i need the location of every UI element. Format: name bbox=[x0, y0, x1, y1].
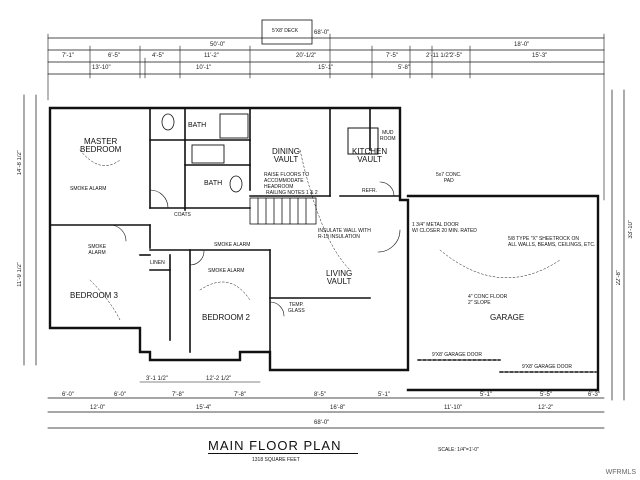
dimension-overall-bottom: 68'-0" bbox=[314, 420, 330, 426]
dimension: 22'-8" bbox=[616, 270, 622, 286]
stairs bbox=[249, 197, 317, 225]
note-smoke-alarm: SMOKE ALARM bbox=[88, 244, 107, 256]
toilet bbox=[229, 175, 243, 193]
note-conc-floor: 4" CONC FLOOR 2" SLOPE bbox=[468, 294, 508, 306]
note-sheetrock: 5/8 TYPE "X" SHEETROCK ON ALL WALLS, BEA… bbox=[508, 236, 596, 248]
dimension: 16'-8" bbox=[330, 405, 346, 411]
dimension: 5'-1" bbox=[378, 392, 390, 398]
door-swing bbox=[109, 224, 127, 242]
toilet bbox=[161, 113, 175, 131]
dimension: 5'-5" bbox=[540, 392, 552, 398]
room-label-bath: BATH bbox=[188, 122, 207, 129]
dimension: 13'-10" bbox=[92, 65, 111, 71]
room-label-coats: COATS bbox=[174, 212, 191, 218]
door-swing bbox=[377, 229, 401, 253]
note-conc-pad: 5x7 CONC. PAD bbox=[436, 172, 462, 184]
plan-title: MAIN FLOOR PLAN bbox=[208, 438, 342, 453]
deck bbox=[261, 19, 313, 45]
note-temp-glass: TEMP. GLASS bbox=[288, 302, 305, 314]
note-deck: 5'X8' DECK bbox=[272, 28, 299, 34]
dimension: 7'-5" bbox=[386, 53, 398, 59]
dimension: 7'-8" bbox=[172, 392, 184, 398]
dimension: 11'-10" bbox=[444, 405, 463, 411]
room-label-bedroom-2: BEDROOM 2 bbox=[202, 313, 251, 322]
dimension: 6'-3" bbox=[588, 392, 600, 398]
dimension: 4'-5" bbox=[152, 53, 164, 59]
room-label-mud-room: MUD ROOM bbox=[380, 130, 396, 142]
door-swing bbox=[189, 250, 205, 266]
door-swing bbox=[149, 189, 169, 209]
dimension: 12'-2 1/2" bbox=[206, 376, 232, 382]
note-smoke-alarm: SMOKE ALARM bbox=[70, 186, 107, 192]
room-label-bedroom-3: BEDROOM 3 bbox=[70, 291, 119, 300]
door-swing bbox=[269, 301, 285, 317]
dimension: 6'-0" bbox=[114, 392, 126, 398]
room-label-linen: LINEN bbox=[150, 260, 165, 266]
dimension: 6'-5" bbox=[108, 53, 120, 59]
note-garage-door: 9'X8' GARAGE DOOR bbox=[522, 364, 572, 370]
dimension: 11'-9 1/2" bbox=[17, 262, 23, 287]
note-garage-door: 9'X8' GARAGE DOOR bbox=[432, 352, 482, 358]
watermark: WFRMLS bbox=[605, 469, 636, 476]
drawing-scale: SCALE: 1/4"=1'-0" bbox=[438, 447, 479, 453]
dimension: 33'-10" bbox=[628, 220, 634, 239]
note-railing: RAILING NOTES 1 & 2 bbox=[266, 190, 318, 196]
dimension: 2'-5" bbox=[450, 53, 462, 59]
dimension: 3'-1 1/2" bbox=[146, 376, 168, 382]
door-swing bbox=[379, 181, 395, 197]
dimension: 12'-0" bbox=[90, 405, 106, 411]
note-raise-floors: RAISE FLOORS TO ACCOMMODATE HEADROOM bbox=[264, 172, 310, 190]
room-label-living: LIVING VAULT bbox=[326, 269, 353, 286]
kitchen-island bbox=[347, 127, 379, 155]
note-refr: REFR. bbox=[362, 188, 377, 194]
note-insulate: INSULATE WALL WITH R-19 INSULATION bbox=[318, 228, 371, 240]
garage-wall bbox=[406, 194, 600, 392]
dimension: 5'-8" bbox=[398, 65, 410, 71]
dimension: 5'-1" bbox=[480, 392, 492, 398]
dimension: 10'-1" bbox=[196, 65, 212, 71]
dimension: 7'-8" bbox=[234, 392, 246, 398]
dimension: 2'-11 1/2" bbox=[426, 53, 451, 59]
room-label-master-bedroom: MASTER BEDROOM bbox=[80, 137, 122, 154]
dimension: 14'-8 1/2" bbox=[17, 150, 23, 176]
bathtub bbox=[219, 113, 249, 139]
room-label-bath: BATH bbox=[204, 180, 223, 187]
dimension: 6'-0" bbox=[62, 392, 74, 398]
dimension: 11'-2" bbox=[204, 53, 219, 59]
dimension: 15'-4" bbox=[196, 405, 212, 411]
dimension: 15'-1" bbox=[318, 65, 334, 71]
room-label-kitchen: KITCHEN VAULT bbox=[352, 147, 388, 164]
room-label-dining: DINING VAULT bbox=[272, 147, 300, 164]
dimension: 8'-5" bbox=[314, 392, 326, 398]
note-metal-door: 1 3/4" METAL DOOR W/ CLOSER 20 MIN. RATE… bbox=[412, 222, 477, 234]
dimension: 7'-1" bbox=[62, 53, 74, 59]
note-smoke-alarm: SMOKE ALARM bbox=[214, 242, 251, 248]
shower bbox=[191, 144, 225, 164]
dimension-top-right: 18'-0" bbox=[514, 42, 530, 48]
dimension: 12'-2" bbox=[538, 405, 554, 411]
dimension: 20'-1/2" bbox=[296, 53, 317, 59]
dimension-overall-top: 68'-0" bbox=[314, 30, 330, 36]
square-footage: 1318 SQUARE FEET bbox=[252, 457, 300, 463]
dimension: 15'-3" bbox=[532, 53, 548, 59]
title-underline bbox=[208, 453, 358, 454]
dimension-top-left: 50'-0" bbox=[210, 42, 226, 48]
note-smoke-alarm: SMOKE ALARM bbox=[208, 268, 245, 274]
exterior-wall bbox=[48, 106, 410, 372]
room-label-garage: GARAGE bbox=[490, 313, 525, 322]
